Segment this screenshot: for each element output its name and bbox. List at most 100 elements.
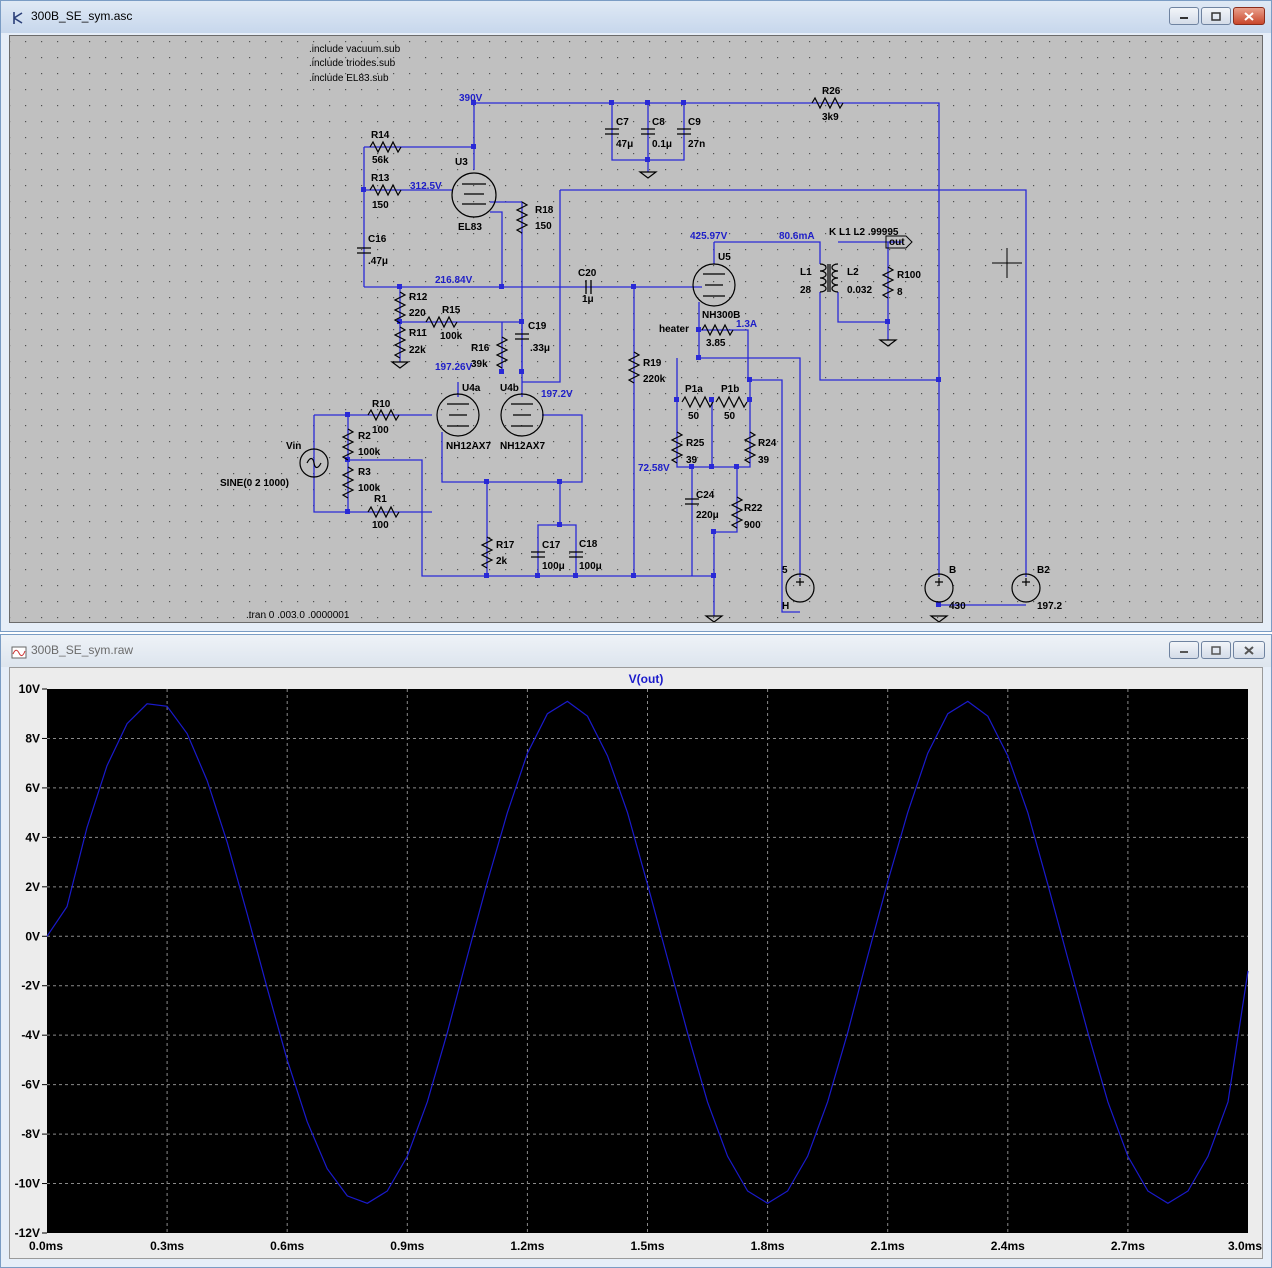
value-u3[interactable]: EL83 [458,222,482,233]
value-r14[interactable]: 56k [372,155,389,166]
label-l1[interactable]: L1 [800,267,812,278]
value-c18[interactable]: 100μ [579,561,602,572]
value-r16[interactable]: 39k [471,359,488,370]
label-r1[interactable]: R1 [374,494,387,505]
value-c17[interactable]: 100μ [542,561,565,572]
label-u3[interactable]: U3 [455,157,468,168]
plot-minimize-button[interactable] [1169,641,1199,659]
label-r16[interactable]: R16 [471,343,490,354]
label-r26[interactable]: R26 [822,86,841,97]
value-r24[interactable]: 39 [758,455,770,466]
value-b[interactable]: 430 [949,601,966,612]
label-u4a[interactable]: U4a [462,383,481,394]
label-c16[interactable]: C16 [368,234,387,245]
label-r11[interactable]: R11 [409,328,427,339]
value-c16[interactable]: .47μ [368,256,388,267]
value-r3[interactable]: 100k [358,483,381,494]
label-l2[interactable]: L2 [847,267,859,278]
value-r18[interactable]: 150 [535,221,552,232]
directive-include-vacuum[interactable]: .include vacuum.sub [309,44,401,55]
value-heater[interactable]: 3.85 [706,338,726,349]
label-r19[interactable]: R19 [643,358,662,369]
value-l1[interactable]: 28 [800,285,812,296]
label-heater-source[interactable]: H [782,601,789,612]
value-b2[interactable]: 197.2 [1037,601,1062,612]
waveform-titlebar[interactable]: 300B_SE_sym.raw [1,635,1271,667]
label-vin[interactable]: Vin [286,441,301,452]
value-r2[interactable]: 100k [358,447,381,458]
label-r18[interactable]: R18 [535,205,554,216]
schematic-canvas-area[interactable]: .include vacuum.sub .include triodes.sub… [9,35,1263,623]
label-r12[interactable]: R12 [409,292,428,303]
value-u4b[interactable]: NH12AX7 [500,441,545,452]
label-p1a[interactable]: P1a [685,384,703,395]
value-r10[interactable]: 100 [372,425,389,436]
label-c20[interactable]: C20 [578,268,597,279]
label-b2[interactable]: B2 [1037,565,1050,576]
label-r2[interactable]: R2 [358,431,371,442]
value-r100[interactable]: 8 [897,287,903,298]
label-c8[interactable]: C8 [652,117,665,128]
schematic-titlebar[interactable]: 300B_SE_sym.asc [1,1,1271,33]
value-r12[interactable]: 220 [409,308,426,319]
plot-maximize-button[interactable] [1201,641,1231,659]
label-c19[interactable]: C19 [528,321,547,332]
trace-name-label[interactable]: V(out) [629,672,664,686]
label-r25[interactable]: R25 [686,438,705,449]
value-c19[interactable]: .33μ [530,343,550,354]
directive-coupling[interactable]: K L1 L2 .99995 [829,227,899,238]
value-c9[interactable]: 27n [688,139,705,150]
value-r17[interactable]: 2k [496,556,508,567]
label-r17[interactable]: R17 [496,540,515,551]
value-u4a[interactable]: NH12AX7 [446,441,491,452]
label-r24[interactable]: R24 [758,438,777,449]
label-c24[interactable]: C24 [696,490,715,501]
value-r19[interactable]: 220k [643,374,666,385]
value-r26[interactable]: 3k9 [822,112,839,123]
label-r100[interactable]: R100 [897,270,921,281]
value-r15[interactable]: 100k [440,331,463,342]
value-r1[interactable]: 100 [372,520,389,531]
close-button[interactable] [1233,7,1265,25]
value-c20[interactable]: 1μ [582,294,594,305]
value-r22[interactable]: 900 [744,520,761,531]
value-heater-source[interactable]: 5 [782,565,788,576]
plot-close-button[interactable] [1233,641,1265,659]
minimize-button[interactable] [1169,7,1199,25]
label-heater[interactable]: heater [659,324,689,335]
value-r13[interactable]: 150 [372,200,389,211]
value-p1b[interactable]: 50 [724,411,736,422]
label-r22[interactable]: R22 [744,503,763,514]
directive-include-el83[interactable]: .include EL83.sub [309,73,389,84]
label-r14[interactable]: R14 [371,130,390,141]
value-vin[interactable]: SINE(0 2 1000) [220,478,289,489]
label-c7[interactable]: C7 [616,117,629,128]
label-b[interactable]: B [949,565,956,576]
label-r13[interactable]: R13 [371,173,390,184]
y-tick-label: 2V [25,880,40,894]
label-c18[interactable]: C18 [579,539,598,550]
value-c8[interactable]: 0.1μ [652,139,672,150]
value-u5[interactable]: NH300B [702,310,740,321]
label-u4b[interactable]: U4b [500,383,519,394]
label-u5[interactable]: U5 [718,252,731,263]
schematic-canvas[interactable]: .include vacuum.sub .include triodes.sub… [10,36,1263,623]
value-c7[interactable]: 47μ [616,139,633,150]
directive-include-triodes[interactable]: .include triodes.sub [309,58,396,69]
label-r3[interactable]: R3 [358,467,371,478]
value-l2[interactable]: 0.032 [847,285,872,296]
label-c17[interactable]: C17 [542,540,561,551]
label-p1b[interactable]: P1b [721,384,739,395]
maximize-button[interactable] [1201,7,1231,25]
directive-tran[interactable]: .tran 0 .003 0 .0000001 [246,610,350,621]
label-r10[interactable]: R10 [372,399,391,410]
label-r15[interactable]: R15 [442,305,461,316]
label-c9[interactable]: C9 [688,117,701,128]
value-c24[interactable]: 220μ [696,510,719,521]
value-r11[interactable]: 22k [409,345,426,356]
label-out[interactable]: out [889,237,905,248]
value-p1a[interactable]: 50 [688,411,700,422]
value-r25[interactable]: 39 [686,455,698,466]
